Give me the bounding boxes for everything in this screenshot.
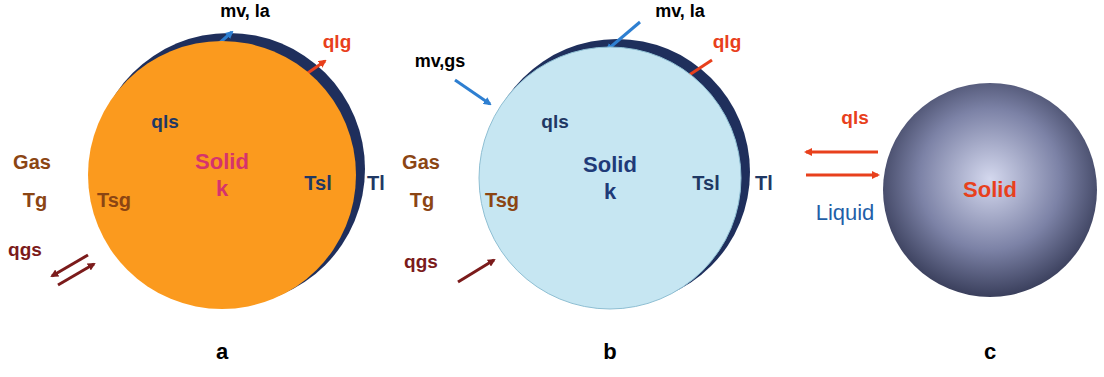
conductivity-symbol: k [604,178,616,206]
annotation-label: qls [151,112,178,133]
annotation-label: Tsl [304,172,331,194]
particle-circle [479,47,741,309]
particle-circle [883,83,1097,297]
annotation-label: mv, la [220,2,270,22]
annotation-label: qgs [8,240,42,261]
conductivity-symbol: k [216,175,228,203]
heat-flux-arrow [458,260,494,282]
annotation-label: a [216,340,228,364]
material-label: Solid [963,176,1017,204]
annotation-label: qlg [713,32,742,53]
annotation-label: mv, la [655,2,705,22]
annotation-label: qlg [323,32,352,53]
heat-flux-arrow [58,264,94,285]
solid-particle: Solid [882,82,1098,298]
annotation-label: Gas [13,151,51,173]
heat-flux-arrow [52,255,88,276]
annotation-label: Tl [367,172,385,194]
annotation-label: Tsg [485,189,519,211]
annotation-label: Tsg [97,189,131,211]
annotation-label: mv,gs [415,52,466,72]
heat-flux-arrow [806,174,878,177]
annotation-label: qls [841,108,868,129]
material-label: Solid [583,151,637,179]
annotation-label: b [603,340,616,364]
annotation-label: Tl [755,172,773,194]
annotation-label: Liquid [816,201,875,225]
material-label: Solid [195,148,249,176]
annotation-label: Tg [410,189,434,211]
mass-flux-arrow [455,80,490,104]
annotation-label: Gas [402,151,440,173]
mass-flux-arrow [607,22,640,50]
annotation-label: qgs [404,252,438,273]
annotation-label: Tg [23,189,47,211]
annotation-label: c [984,340,996,364]
particle-circle [88,41,356,309]
heat-flux-arrow [806,151,878,154]
annotation-label: Tsl [692,172,719,194]
annotation-label: qls [541,112,568,133]
